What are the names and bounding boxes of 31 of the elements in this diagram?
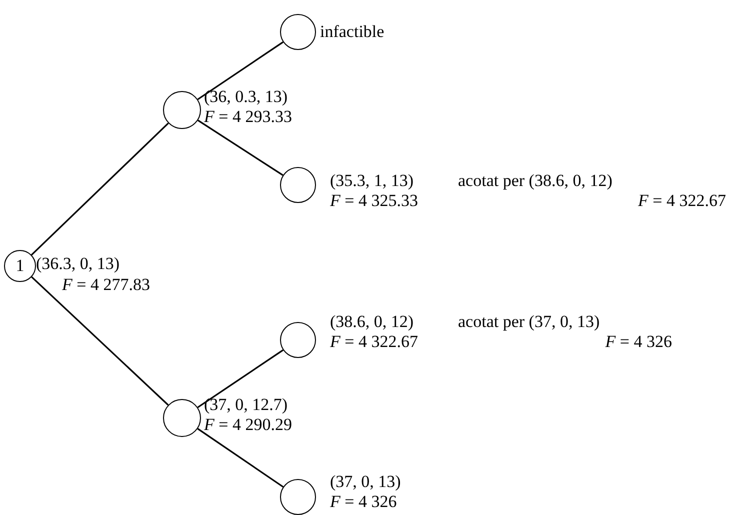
node-annotation: (35.3, 1, 13) (330, 172, 414, 189)
tree-node-circle (280, 167, 316, 203)
node-annotation: F = 4 293.33 (204, 108, 292, 125)
node-annotation: (36, 0.3, 13) (204, 88, 288, 105)
node-annotation: F = 4 326 (330, 493, 397, 510)
node-annotation: F = 4 322.67 (638, 192, 726, 209)
tree-node-circle (163, 91, 201, 129)
node-number: 1 (16, 256, 24, 276)
tree-node-circle (163, 399, 201, 437)
tree-branch-line (197, 428, 284, 488)
tree-branch-line (31, 276, 169, 406)
tree-node-circle (280, 479, 316, 515)
node-annotation: (37, 0, 12.7) (204, 396, 288, 413)
node-annotation: F = 4 277.83 (62, 276, 150, 293)
node-annotation: F = 4 322.67 (330, 333, 418, 350)
tree-branch-line (30, 122, 169, 256)
node-annotation: acotat per (37, 0, 13) (458, 313, 600, 330)
node-annotation: F = 4 326 (605, 333, 672, 350)
node-annotation: F = 4 290.29 (204, 416, 292, 433)
node-annotation: (37, 0, 13) (330, 473, 401, 490)
node-annotation: (36.3, 0, 13) (36, 255, 120, 272)
tree-node-circle (280, 322, 316, 358)
tree-node-circle (4, 250, 36, 282)
node-annotation: infactible (320, 23, 384, 40)
node-annotation: acotat per (38.6, 0, 12) (458, 172, 612, 189)
tree-branch-line (197, 349, 284, 408)
tree-node-circle (280, 14, 316, 50)
tree-branch-line (197, 41, 284, 100)
node-annotation: F = 4 325.33 (330, 192, 418, 209)
tree-branch-line (198, 120, 284, 176)
node-annotation: (38.6, 0, 12) (330, 313, 414, 330)
